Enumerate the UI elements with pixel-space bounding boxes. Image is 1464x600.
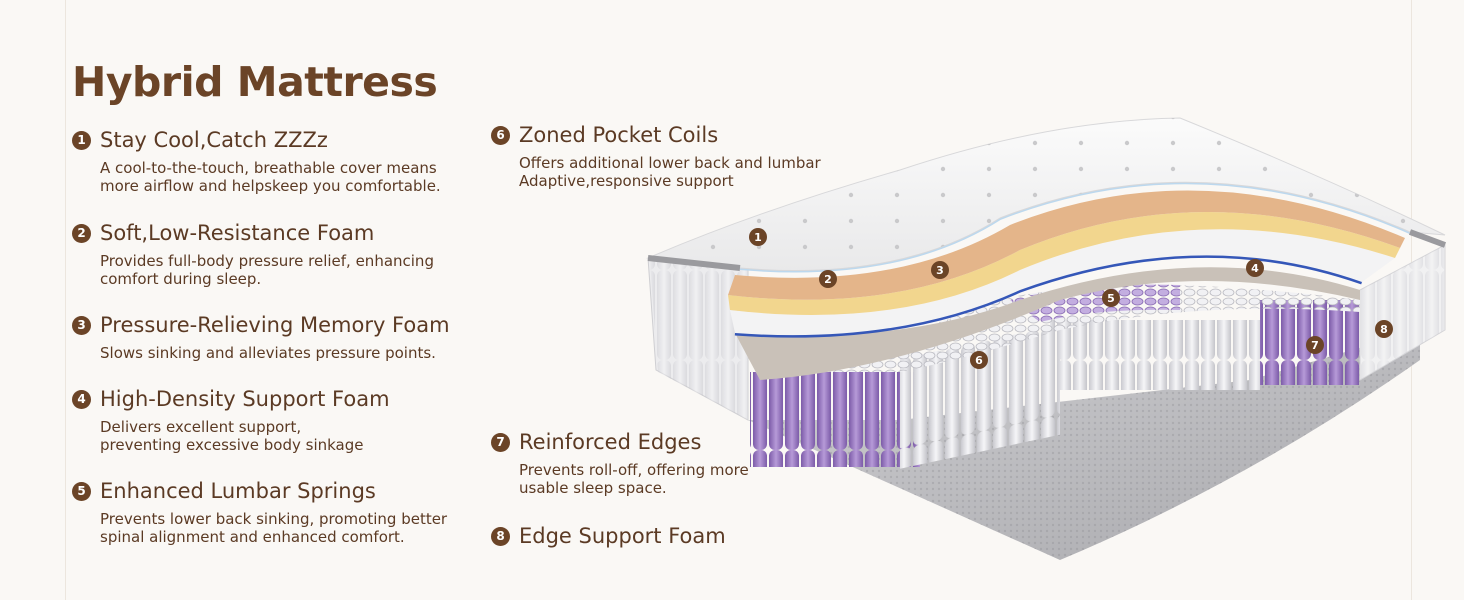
feature-7: 7 Reinforced Edges Prevents roll-off, of… (491, 430, 749, 497)
svg-text:7: 7 (1311, 339, 1319, 352)
feature-title: High-Density Support Foam (100, 387, 390, 411)
feature-description: Provides full-body pressure relief, enha… (100, 252, 434, 288)
number-badge: 2 (72, 223, 91, 243)
svg-text:4: 4 (1251, 262, 1259, 275)
lumbar-springs-front (750, 372, 920, 467)
left-divider (65, 0, 66, 600)
marker-4: 4 (1246, 259, 1264, 277)
marker-1: 1 (749, 228, 767, 246)
feature-title: Edge Support Foam (519, 524, 726, 548)
mattress-cutaway-illustration: 1 2 3 4 5 6 7 8 (646, 117, 1447, 560)
svg-text:1: 1 (754, 231, 762, 244)
marker-3: 3 (931, 261, 949, 279)
feature-description: Offers additional lower back and lumbar … (519, 154, 821, 190)
number-badge: 8 (491, 526, 510, 546)
number-badge: 7 (491, 432, 510, 452)
feature-3: 3 Pressure-Relieving Memory Foam Slows s… (72, 313, 450, 362)
pocket-coils-back (1050, 320, 1260, 390)
memory-foam (730, 229, 1395, 336)
feature-description: Delivers excellent support, preventing e… (100, 418, 364, 454)
svg-text:8: 8 (1380, 323, 1388, 336)
support-foam (735, 267, 1360, 380)
comfort-foam (728, 190, 1405, 300)
marker-7: 7 (1306, 336, 1324, 354)
feature-title: Reinforced Edges (519, 430, 702, 454)
feature-8: 8 Edge Support Foam (491, 524, 726, 548)
pressure-foam (728, 211, 1400, 315)
number-badge: 5 (72, 481, 91, 501)
feature-title: Stay Cool,Catch ZZZz (100, 128, 328, 152)
feature-title: Pressure-Relieving Memory Foam (100, 313, 450, 337)
feature-1: 1 Stay Cool,Catch ZZZz A cool-to-the-tou… (72, 128, 441, 195)
marker-6: 6 (970, 351, 988, 369)
svg-text:6: 6 (975, 354, 983, 367)
number-badge: 4 (72, 389, 91, 409)
feature-4: 4 High-Density Support Foam Delivers exc… (72, 387, 390, 454)
number-badge: 3 (72, 315, 91, 335)
svg-text:5: 5 (1107, 292, 1115, 305)
svg-text:3: 3 (936, 264, 944, 277)
svg-text:2: 2 (824, 273, 832, 286)
feature-title: Soft,Low-Resistance Foam (100, 221, 375, 245)
number-badge: 1 (72, 130, 91, 150)
page-title: Hybrid Mattress (72, 58, 438, 106)
marker-2: 2 (819, 270, 837, 288)
feature-description: Prevents lower back sinking, promoting b… (100, 510, 448, 546)
feature-title: Zoned Pocket Coils (519, 123, 719, 147)
feature-title: Enhanced Lumbar Springs (100, 479, 376, 503)
feature-description: Slows sinking and alleviates pressure po… (100, 344, 436, 362)
feature-5: 5 Enhanced Lumbar Springs Prevents lower… (72, 479, 447, 546)
feature-6: 6 Zoned Pocket Coils Offers additional l… (491, 123, 821, 190)
marker-8: 8 (1375, 320, 1393, 338)
marker-5: 5 (1102, 289, 1120, 307)
feature-description: A cool-to-the-touch, breathable cover me… (100, 159, 441, 195)
number-badge: 6 (491, 125, 510, 145)
feature-2: 2 Soft,Low-Resistance Foam Provides full… (72, 221, 434, 288)
feature-description: Prevents roll-off, offering more usable … (519, 461, 749, 497)
